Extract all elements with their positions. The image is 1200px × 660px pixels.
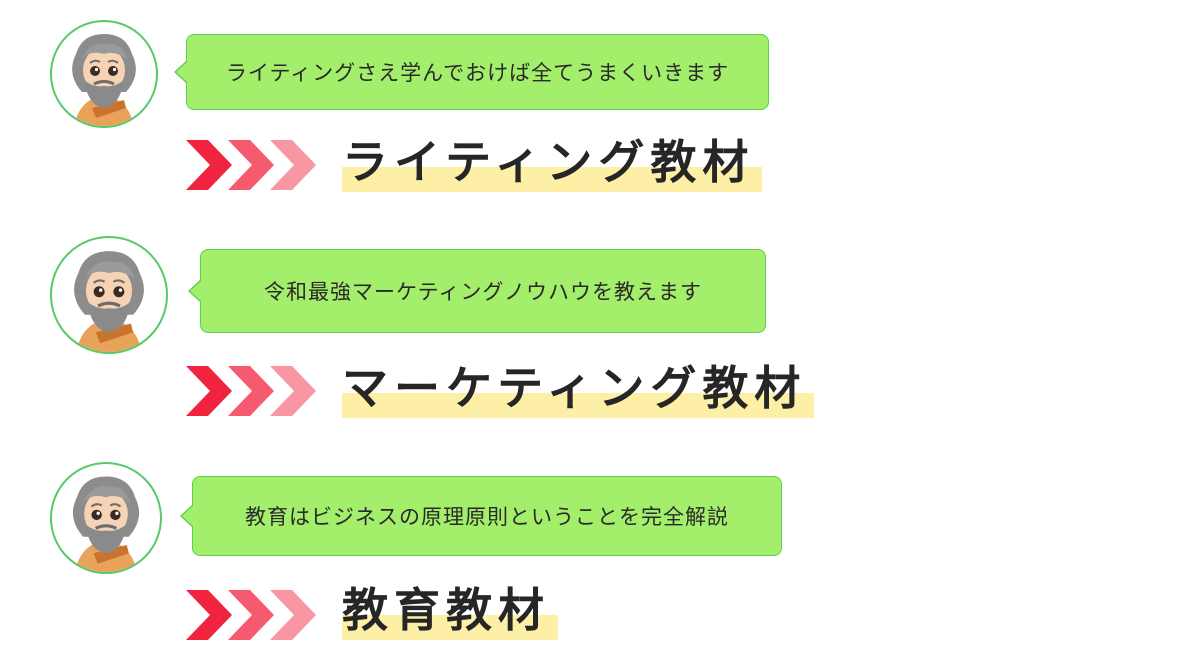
section-education: 教育はビジネスの原理原則ということを完全解説 教育教材 xyxy=(0,0,1200,640)
bearded-old-man-avatar-icon xyxy=(74,251,144,352)
avatar xyxy=(50,20,158,128)
triple-chevron-right-icon xyxy=(186,140,316,190)
speech-bubble: ライティングさえ学んでおけば全てうまくいきます xyxy=(174,34,769,110)
speech-bubble-text: 令和最強マーケティングノウハウを教えます xyxy=(264,280,702,304)
section-writing: ライティングさえ学んでおけば全てうまくいきます ライティング教材 xyxy=(0,0,1200,200)
bearded-old-man-avatar-icon xyxy=(72,34,136,126)
speech-bubble: 教育はビジネスの原理原則ということを完全解説 xyxy=(180,476,782,556)
section-heading: マーケティング教材 xyxy=(342,358,815,418)
triple-chevron-right-icon xyxy=(186,590,316,640)
bearded-old-man-avatar-icon xyxy=(72,476,140,572)
speech-bubble: 令和最強マーケティングノウハウを教えます xyxy=(188,249,766,333)
avatar xyxy=(50,236,168,354)
speech-bubble-text: 教育はビジネスの原理原則ということを完全解説 xyxy=(245,505,729,529)
section-heading: ライティング教材 xyxy=(342,132,763,192)
speech-bubble-text: ライティングさえ学んでおけば全てうまくいきます xyxy=(225,61,730,85)
section-marketing: 令和最強マーケティングノウハウを教えます マーケティング教材 xyxy=(0,0,1200,418)
triple-chevron-right-icon xyxy=(186,366,316,416)
avatar xyxy=(50,462,162,574)
section-heading: 教育教材 xyxy=(342,580,558,640)
